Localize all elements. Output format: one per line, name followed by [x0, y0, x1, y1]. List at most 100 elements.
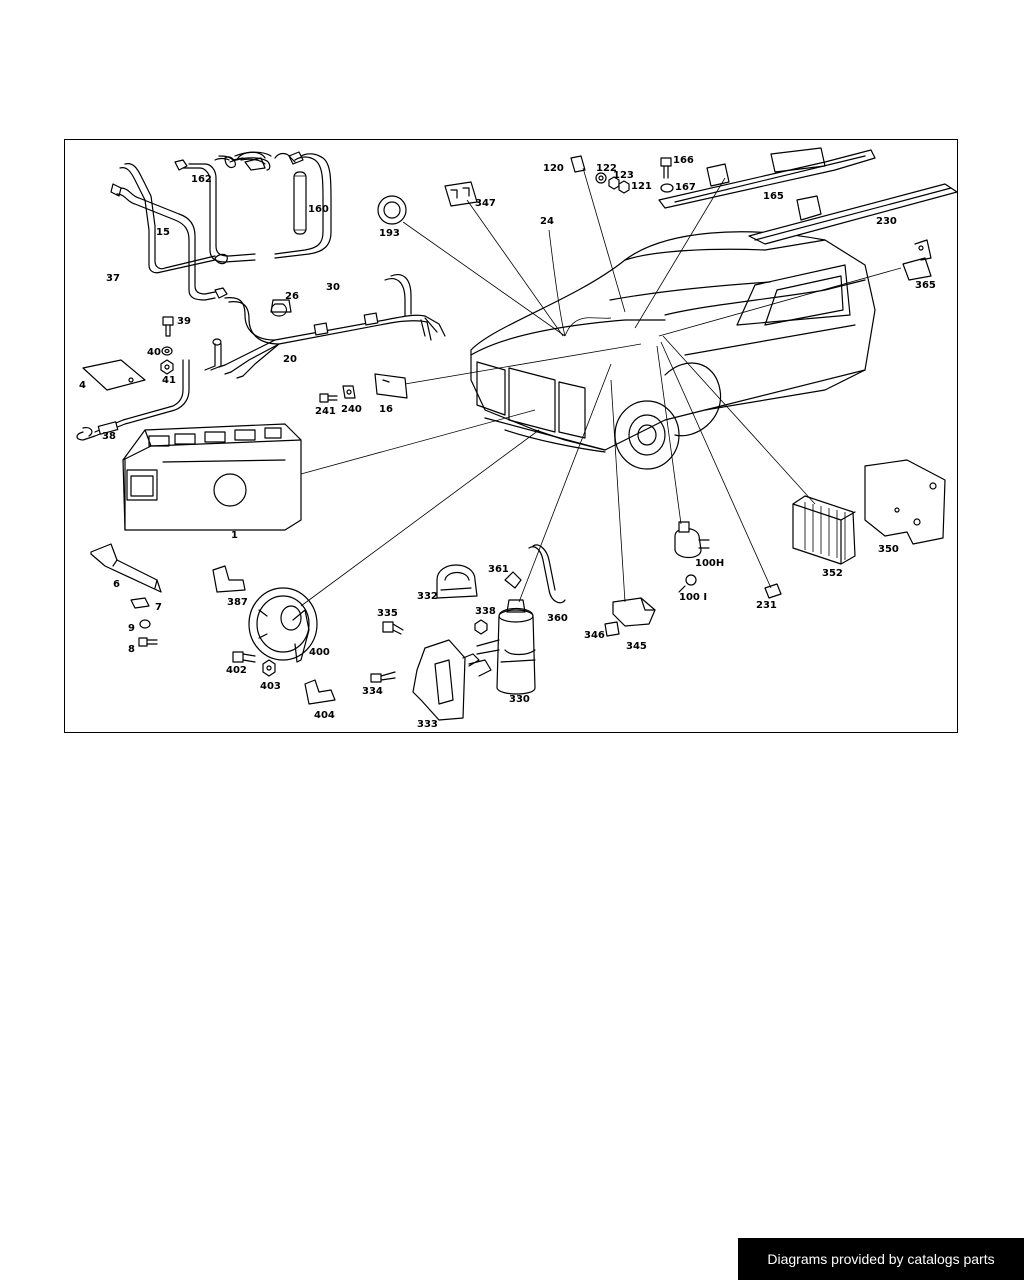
clip-347 [444, 181, 478, 207]
clip-346 [604, 621, 620, 637]
screw-335 [382, 621, 404, 635]
parts-diagram: 162 15 160 37 193 26 30 39 20 40 41 4 24… [64, 139, 958, 733]
callout-40: 40 [147, 347, 161, 358]
washer-40 [161, 346, 173, 356]
callout-20: 20 [283, 354, 297, 365]
callout-165: 165 [763, 191, 784, 202]
bolt-166 [660, 157, 672, 179]
callout-167: 167 [675, 182, 696, 193]
callout-122: 122 [596, 163, 617, 174]
nut-338 [474, 619, 488, 635]
callout-15: 15 [156, 227, 170, 238]
screw-334 [370, 671, 396, 683]
callout-labels: 162 15 160 37 193 26 30 39 20 40 41 4 24… [79, 155, 936, 730]
cable-360 [528, 544, 566, 604]
callout-402: 402 [226, 665, 247, 676]
callout-38: 38 [102, 431, 116, 442]
callout-400: 400 [309, 647, 330, 658]
callout-350: 350 [878, 544, 899, 555]
wiring-harness [218, 274, 446, 379]
callout-8: 8 [128, 644, 135, 655]
cover-4 [82, 359, 146, 391]
callout-100H: 100H [695, 558, 724, 569]
callout-121: 121 [631, 181, 652, 192]
clip-231 [764, 583, 782, 599]
module-352 [792, 495, 856, 565]
callout-193: 193 [379, 228, 400, 239]
washer-9 [139, 619, 151, 629]
callout-332: 332 [417, 591, 438, 602]
callout-352: 352 [822, 568, 843, 579]
callout-1: 1 [231, 530, 238, 541]
callout-347: 347 [475, 198, 496, 209]
rail-230 [748, 183, 958, 245]
plug-361 [504, 571, 522, 589]
callout-162: 162 [191, 174, 212, 185]
callout-6: 6 [113, 579, 120, 590]
bolt-39 [162, 316, 174, 337]
callout-30: 30 [326, 282, 340, 293]
callout-333: 333 [417, 719, 438, 730]
callout-335: 335 [377, 608, 398, 619]
credit-banner: Diagrams provided by catalogs parts [738, 1238, 1024, 1280]
screw-100I [678, 574, 697, 593]
callout-123: 123 [613, 170, 634, 181]
callout-365: 365 [915, 280, 936, 291]
cable-38 [76, 359, 190, 441]
nut-7 [130, 597, 150, 609]
callout-346: 346 [584, 630, 605, 641]
callout-100I: 100 I [679, 592, 707, 603]
callout-39: 39 [177, 316, 191, 327]
credit-text: Diagrams provided by catalogs parts [767, 1251, 995, 1267]
callout-7: 7 [155, 602, 162, 613]
cable-right-39 [204, 338, 222, 371]
car-illustration [470, 231, 876, 470]
horn-400 [248, 587, 318, 663]
callout-4: 4 [79, 380, 86, 391]
bracket-387 [212, 565, 246, 593]
grommet-193 [377, 195, 407, 225]
bolt-8 [138, 637, 158, 647]
callout-37: 37 [106, 273, 120, 284]
callout-241: 241 [315, 406, 336, 417]
nut-41 [160, 359, 174, 375]
bracket-333 [412, 639, 492, 721]
callout-9: 9 [128, 623, 135, 634]
callout-24: 24 [540, 216, 554, 227]
nut-121 [618, 180, 630, 194]
bracket-350 [864, 459, 946, 545]
bracket-365 [902, 239, 932, 281]
callout-26: 26 [285, 291, 299, 302]
callout-231: 231 [756, 600, 777, 611]
switch-100H [674, 521, 710, 559]
leader-lines [300, 167, 902, 607]
callout-120: 120 [543, 163, 564, 174]
callout-387: 387 [227, 597, 248, 608]
bracket-404 [304, 679, 336, 705]
bolt-402 [232, 651, 256, 663]
screw-241 [319, 393, 338, 403]
callout-330: 330 [509, 694, 530, 705]
callout-16: 16 [379, 404, 393, 415]
coil-cap-332 [436, 564, 478, 599]
callout-361: 361 [488, 564, 509, 575]
callout-166: 166 [673, 155, 694, 166]
rail-165 [658, 147, 876, 209]
nut-167 [660, 183, 674, 193]
callout-160: 160 [308, 204, 329, 215]
callout-403: 403 [260, 681, 281, 692]
battery-cables [110, 151, 332, 301]
callout-334: 334 [362, 686, 383, 697]
callout-41: 41 [162, 375, 176, 386]
callout-360: 360 [547, 613, 568, 624]
callout-338: 338 [475, 606, 496, 617]
clip-240 [342, 385, 356, 399]
battery-1 [122, 423, 302, 531]
plate-16 [374, 373, 408, 399]
sensor-345 [612, 597, 656, 627]
nut-403 [262, 659, 276, 677]
callout-230: 230 [876, 216, 897, 227]
bracket-6 [90, 543, 162, 593]
callout-404: 404 [314, 710, 335, 721]
callout-240: 240 [341, 404, 362, 415]
